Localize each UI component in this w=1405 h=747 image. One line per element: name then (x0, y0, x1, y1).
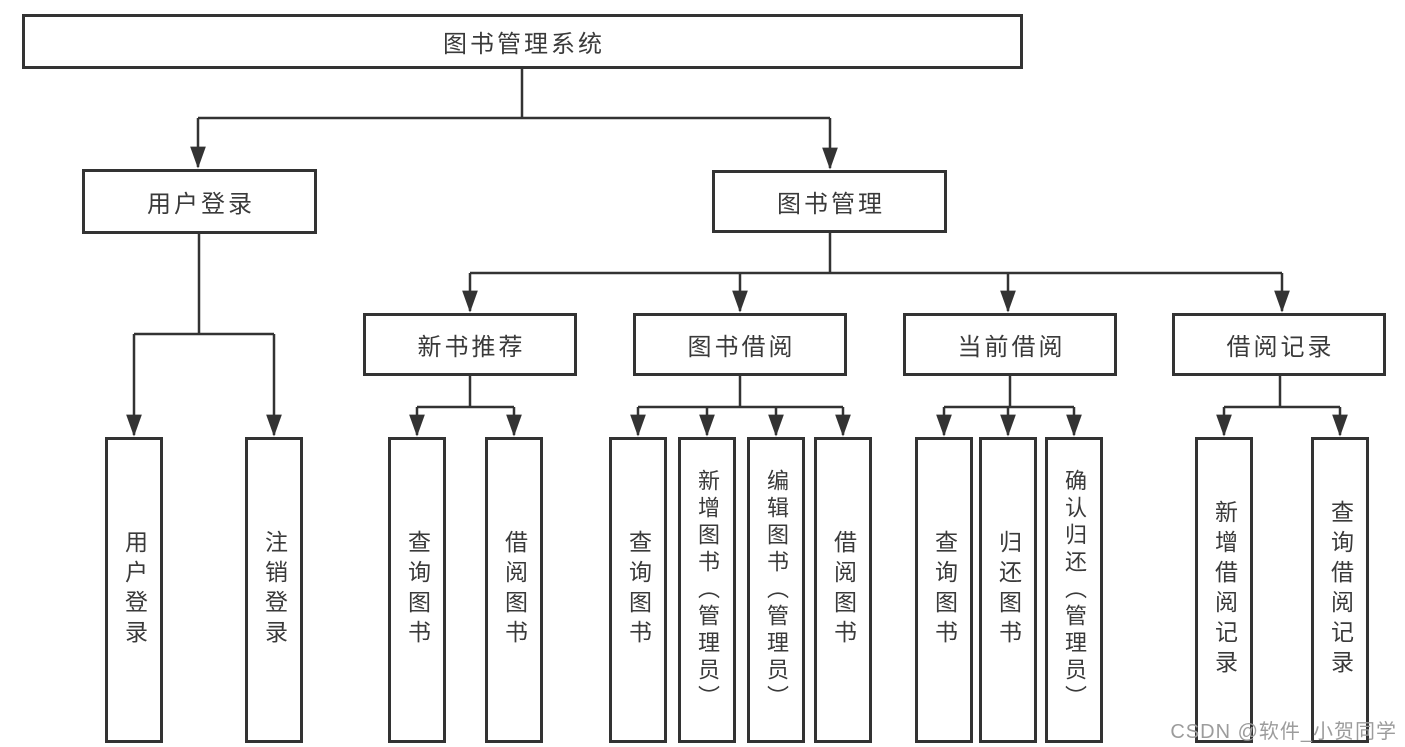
leaf-add-borrow-record-label: 新增借阅记录 (1211, 500, 1238, 680)
node-new-book-recommendation-label: 新书推荐 (417, 334, 526, 361)
leaf-edit-books-admin-label: 编辑图书（管理员） (764, 468, 789, 712)
leaf-query-borrow-record-label: 查询借阅记录 (1327, 500, 1354, 680)
leaf-confirm-return-admin-label: 确认归还（管理员） (1062, 468, 1087, 712)
leaf-return-books: 归还图书 (979, 437, 1037, 743)
node-current-borrowing-label: 当前借阅 (957, 334, 1066, 361)
leaf-borrow-books-newbooks: 借阅图书 (485, 437, 543, 743)
node-book-borrowing-label: 图书借阅 (687, 334, 796, 361)
leaf-add-books-admin-label: 新增图书（管理员） (695, 468, 720, 712)
node-borrowing-records: 借阅记录 (1172, 313, 1386, 376)
leaf-query-books-current: 查询图书 (915, 437, 973, 743)
leaf-query-books-newbooks-label: 查询图书 (404, 530, 431, 650)
node-book-management: 图书管理 (712, 170, 947, 233)
node-book-management-label: 图书管理 (777, 191, 885, 218)
leaf-return-books-label: 归还图书 (995, 530, 1022, 650)
leaf-confirm-return-admin: 确认归还（管理员） (1045, 437, 1103, 743)
leaf-add-books-admin: 新增图书（管理员） (678, 437, 736, 743)
leaf-query-books-borrow-label: 查询图书 (625, 530, 652, 650)
node-current-borrowing: 当前借阅 (903, 313, 1117, 376)
leaf-logout: 注销登录 (245, 437, 303, 743)
leaf-edit-books-admin: 编辑图书（管理员） (747, 437, 805, 743)
node-book-borrowing: 图书借阅 (633, 313, 847, 376)
leaf-query-books-newbooks: 查询图书 (388, 437, 446, 743)
leaf-borrow-books-newbooks-label: 借阅图书 (501, 530, 528, 650)
leaf-query-books-current-label: 查询图书 (931, 530, 958, 650)
leaf-query-books-borrow: 查询图书 (609, 437, 667, 743)
node-root-label: 图书管理系统 (443, 31, 605, 58)
leaf-borrow-books-borrow: 借阅图书 (814, 437, 872, 743)
leaf-add-borrow-record: 新增借阅记录 (1195, 437, 1253, 743)
node-user-login-label: 用户登录 (147, 191, 255, 218)
leaf-logout-label: 注销登录 (261, 530, 288, 650)
node-new-book-recommendation: 新书推荐 (363, 313, 577, 376)
csdn-watermark: CSDN @软件_小贺同学 (1170, 721, 1397, 743)
leaf-user-login-label: 用户登录 (121, 530, 148, 650)
leaf-query-borrow-record: 查询借阅记录 (1311, 437, 1369, 743)
leaf-user-login: 用户登录 (105, 437, 163, 743)
node-user-login: 用户登录 (82, 169, 317, 234)
node-root-system: 图书管理系统 (22, 14, 1023, 69)
node-borrowing-records-label: 借阅记录 (1226, 334, 1335, 361)
leaf-borrow-books-borrow-label: 借阅图书 (830, 530, 857, 650)
